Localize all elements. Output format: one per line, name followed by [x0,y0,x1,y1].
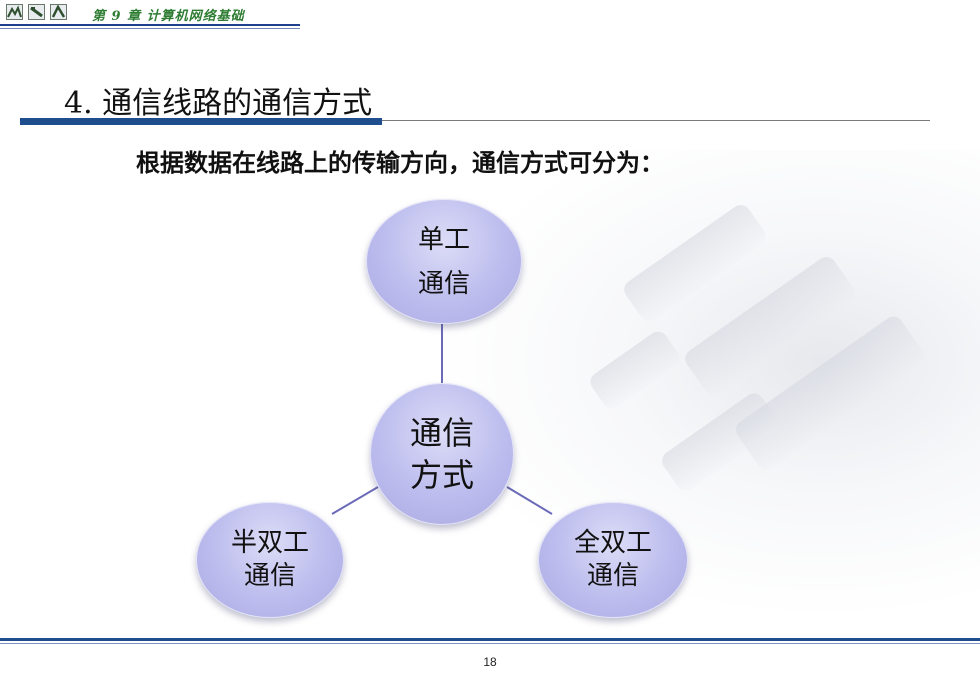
nav-icon-2 [28,4,45,20]
communication-mode-label: 通信 方式 [409,414,474,494]
chapter-title: 第 9 章 计算机网络基础 [92,9,245,24]
slide-header: 第 9 章 计算机网络基础 [0,0,300,29]
half-duplex-label: 半双工 通信 [230,528,309,591]
header-divider [0,24,300,26]
full-duplex-label: 全双工 通信 [573,528,652,591]
communication-mode-node: 通信 方式 [370,383,514,525]
simplex-node: 单工 通信 [366,199,522,324]
header-divider-thin [0,28,300,29]
slide-title: 4. 通信线路的通信方式 [64,86,373,121]
full-duplex-node: 全双工 通信 [538,502,688,618]
nav-icon-3 [50,4,67,20]
title-accent-bar [20,118,382,125]
connector-right [506,486,553,515]
nav-icon-1 [6,4,23,20]
title-underline [382,120,930,121]
connector-left [331,486,379,515]
simplex-label: 单工 通信 [417,224,470,299]
footer-divider-thin [0,643,980,644]
page-number: 18 [483,655,497,669]
slide-subtitle: 根据数据在线路上的传输方向，通信方式可分为： [136,149,664,177]
half-duplex-node: 半双工 通信 [196,502,344,618]
footer-divider [0,638,980,641]
